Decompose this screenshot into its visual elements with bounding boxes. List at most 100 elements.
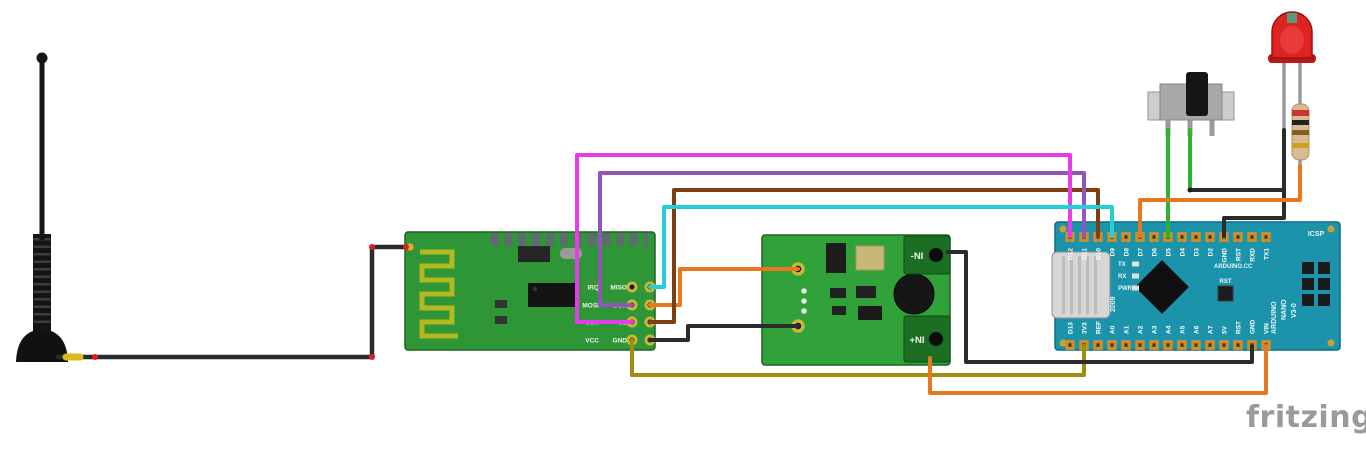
nano-pin-label-bottom: A3 [1152,325,1159,334]
regulator-board [761,234,951,366]
dot-layer [92,187,1193,360]
wire-magenta-d12[interactable] [575,153,1072,324]
nano-pin-label-top: D5 [1166,248,1173,257]
regulator-capacitor [893,273,935,315]
resistor-band-gold [1292,143,1309,148]
nano-pin-label-bottom: A5 [1180,325,1187,334]
regulator-silk-dot [801,308,807,314]
wire-black-led-gnd[interactable] [1222,128,1286,238]
antenna[interactable] [16,52,68,363]
nano-pin-label-bottom: D13 [1068,322,1075,334]
connection-dot [369,354,375,360]
nano-led-rx [1132,273,1139,279]
nano-led-pwr [1132,285,1139,291]
nano-corner-pad [1059,339,1067,347]
connection-dot [92,354,98,360]
wire-black-antenna[interactable] [55,244,409,360]
nano-pin-label-top: D3 [1194,248,1201,257]
resistor[interactable] [1291,103,1310,168]
nano-pin-label-top: RST [1236,248,1243,261]
nano-pin-label-bottom: RST [1236,321,1243,334]
nano-pin-label-top: D9 [1110,248,1117,257]
nano-pin-label-bottom: GND [1250,319,1257,334]
wire-cyan-d9[interactable] [648,205,1114,289]
terminal-hole [929,248,943,262]
resistor-band-black [1292,120,1309,125]
nano-pin-label-top: D11 [1082,248,1089,260]
rf-pin-label: VCC [585,338,599,345]
terminal-label-in-plus: +NI [909,335,924,346]
regulator-inductor [855,245,885,271]
nano-led-label-rx: RX [1118,274,1126,280]
wire-layer [55,128,1302,395]
rf-module-component [518,246,550,262]
nano-rst-label: RST [1220,279,1232,285]
nano-led-label-tx: TX [1118,262,1126,268]
switch-knob[interactable] [1186,72,1208,116]
wire-purple-d11[interactable] [598,171,1086,307]
regulator-smd [856,286,876,298]
wire-black-reg[interactable] [648,324,800,342]
rf-pin-irq[interactable] [626,281,638,293]
nano-pin-label-top: D6 [1152,248,1159,257]
nano-site-label: ARDUINO.CC [1214,264,1253,270]
nano-pin-label-top: D10 [1096,248,1103,260]
nano-pin-label-top: D12 [1068,248,1075,260]
nano-pin-label-top: TX1 [1264,248,1271,260]
regulator-smd [858,306,882,320]
nano-pin-label-bottom: REF [1096,321,1103,334]
nano-corner-pad [1327,339,1335,347]
rf-module-antenna-trace [419,249,458,339]
rf-module-smd [495,316,507,324]
fritzing-watermark: fritzing [1246,400,1366,435]
nano-pin-label-top: D7 [1138,248,1145,257]
connection-dot [369,244,375,250]
nano-brand-line: ARDUINO [1271,301,1278,334]
regulator-silk-dot [801,288,807,294]
nano-year-label: 2009 [1110,296,1117,312]
nano-pin-label-top: GND [1222,248,1229,263]
nano-brand-line: NANO [1281,299,1288,320]
wire-orange-led[interactable] [1138,164,1302,238]
rf-module[interactable]: IRQ MISO MOSI SCK CSN CE VCC GND [404,231,656,351]
regulator-terminal-in-plus[interactable] [903,315,951,363]
nano-icsp-label: ICSP [1308,231,1325,238]
rf-module-smd [495,300,507,308]
nano-corner-pad [1059,225,1067,233]
antenna-base [16,329,68,362]
rf-module-chip [528,283,576,307]
led-red[interactable] [1268,11,1316,132]
nano-pin-label-bottom: 5V [1222,325,1229,334]
regulator-terminal-in-minus[interactable] [903,235,951,275]
regulator-smd [832,306,846,315]
regulator-silk-dot [801,298,807,304]
arduino-nano[interactable]: TX RX PWR 2009 ARDUINO.CC RST ARDUINO NA… [1051,221,1341,351]
rf-pin-label: GND [613,338,628,345]
regulator-module[interactable]: -NI +NI [761,234,951,366]
nano-pin-label-top: D2 [1208,248,1215,257]
rf-pin-label: MISO [610,285,627,292]
wire-black-gnd-bottom[interactable] [946,250,1254,364]
nano-led-tx [1132,261,1139,267]
wire-orange-reg-in[interactable] [648,267,800,307]
wire-orange-vin[interactable] [928,344,1268,395]
nano-pin-label-top: D4 [1180,248,1187,257]
antenna-tip [36,52,48,64]
nano-brand-line: V3-0 [1291,303,1298,318]
nano-pin-label-bottom: A2 [1138,325,1145,334]
regulator-component [826,243,846,273]
connection-dot [403,244,409,250]
slide-switch[interactable] [1147,72,1235,136]
nano-pin-label-bottom: A6 [1194,325,1201,334]
nano-top-pin-labels: D12 D11 D10 D9 D8 D7 D6 D5 D4 D3 D2 GND RST RXD TX1 [1068,248,1271,263]
nano-pin-label-top: RXD [1250,248,1257,262]
nano-pin-label-bottom: A1 [1124,325,1131,334]
nano-reset-button[interactable] [1217,285,1234,302]
led-glint [1287,13,1297,23]
resistor-band-brown [1292,130,1309,135]
regulator-smd [830,288,846,298]
nano-pin-label-top: D8 [1124,248,1131,257]
rf-pin-label: IRQ [587,285,599,292]
